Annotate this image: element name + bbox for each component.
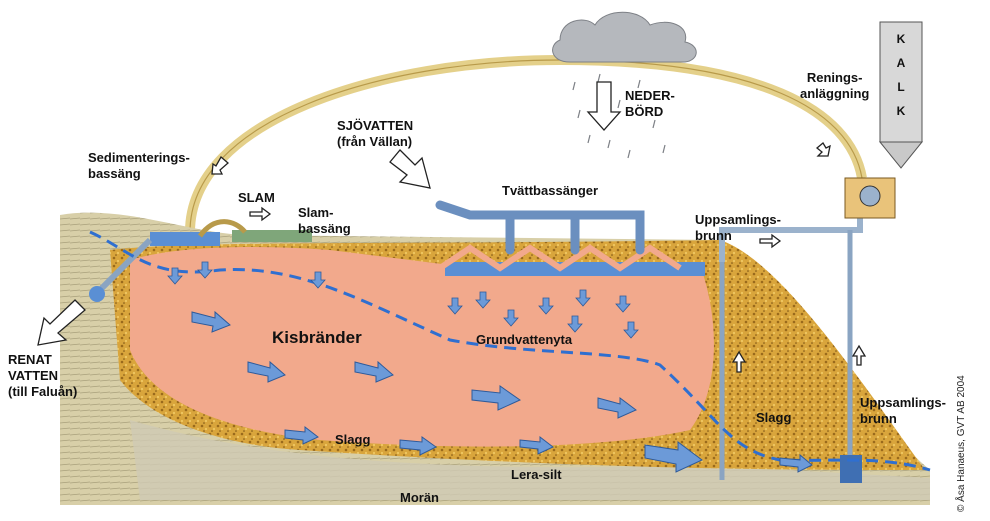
label-kisbrander: Kisbränder [272,328,362,348]
label-sjovatten: SJÖVATTEN (från Vällan) [337,118,413,150]
kalk-letter-2: A [894,56,908,70]
kisbrander-body [130,247,714,447]
kalk-letter-1: K [894,32,908,46]
label-renat: RENAT VATTEN (till Faluån) [8,352,77,400]
label-slagg-right: Slagg [756,410,791,426]
label-nederbord: NEDER- BÖRD [625,88,675,120]
label-slagg-left: Slagg [335,432,370,448]
lake-water-arrow-icon [390,150,430,188]
label-tvattbassanger: Tvättbassänger [502,183,598,199]
label-sedimentering: Sedimenterings- bassäng [88,150,190,182]
label-uppsamling-right: Uppsamlings- brunn [860,395,946,427]
label-slambassang: Slam- bassäng [298,205,351,237]
slam-arrow-icon [250,208,270,220]
label-uppsamling-top: Uppsamlings- brunn [695,212,781,244]
kalk-letter-3: L [894,80,908,94]
washing-basin [445,262,705,276]
cloud-icon [553,12,697,62]
up-arrow-icon-2 [853,346,865,365]
label-moran: Morän [400,490,439,506]
label-slam: SLAM [238,190,275,206]
label-grundvattenyta: Grundvattenyta [476,332,572,348]
plant-arrow-icon [817,143,830,156]
kalk-letter-4: K [894,104,908,118]
label-lera: Lera-silt [511,467,562,483]
rain-arrow-icon [588,82,620,130]
label-renings: Renings- anläggning [800,70,869,102]
copyright-text: © Åsa Hanaeus, GVT AB 2004 [956,375,967,512]
sedimentation-basin [150,232,220,246]
